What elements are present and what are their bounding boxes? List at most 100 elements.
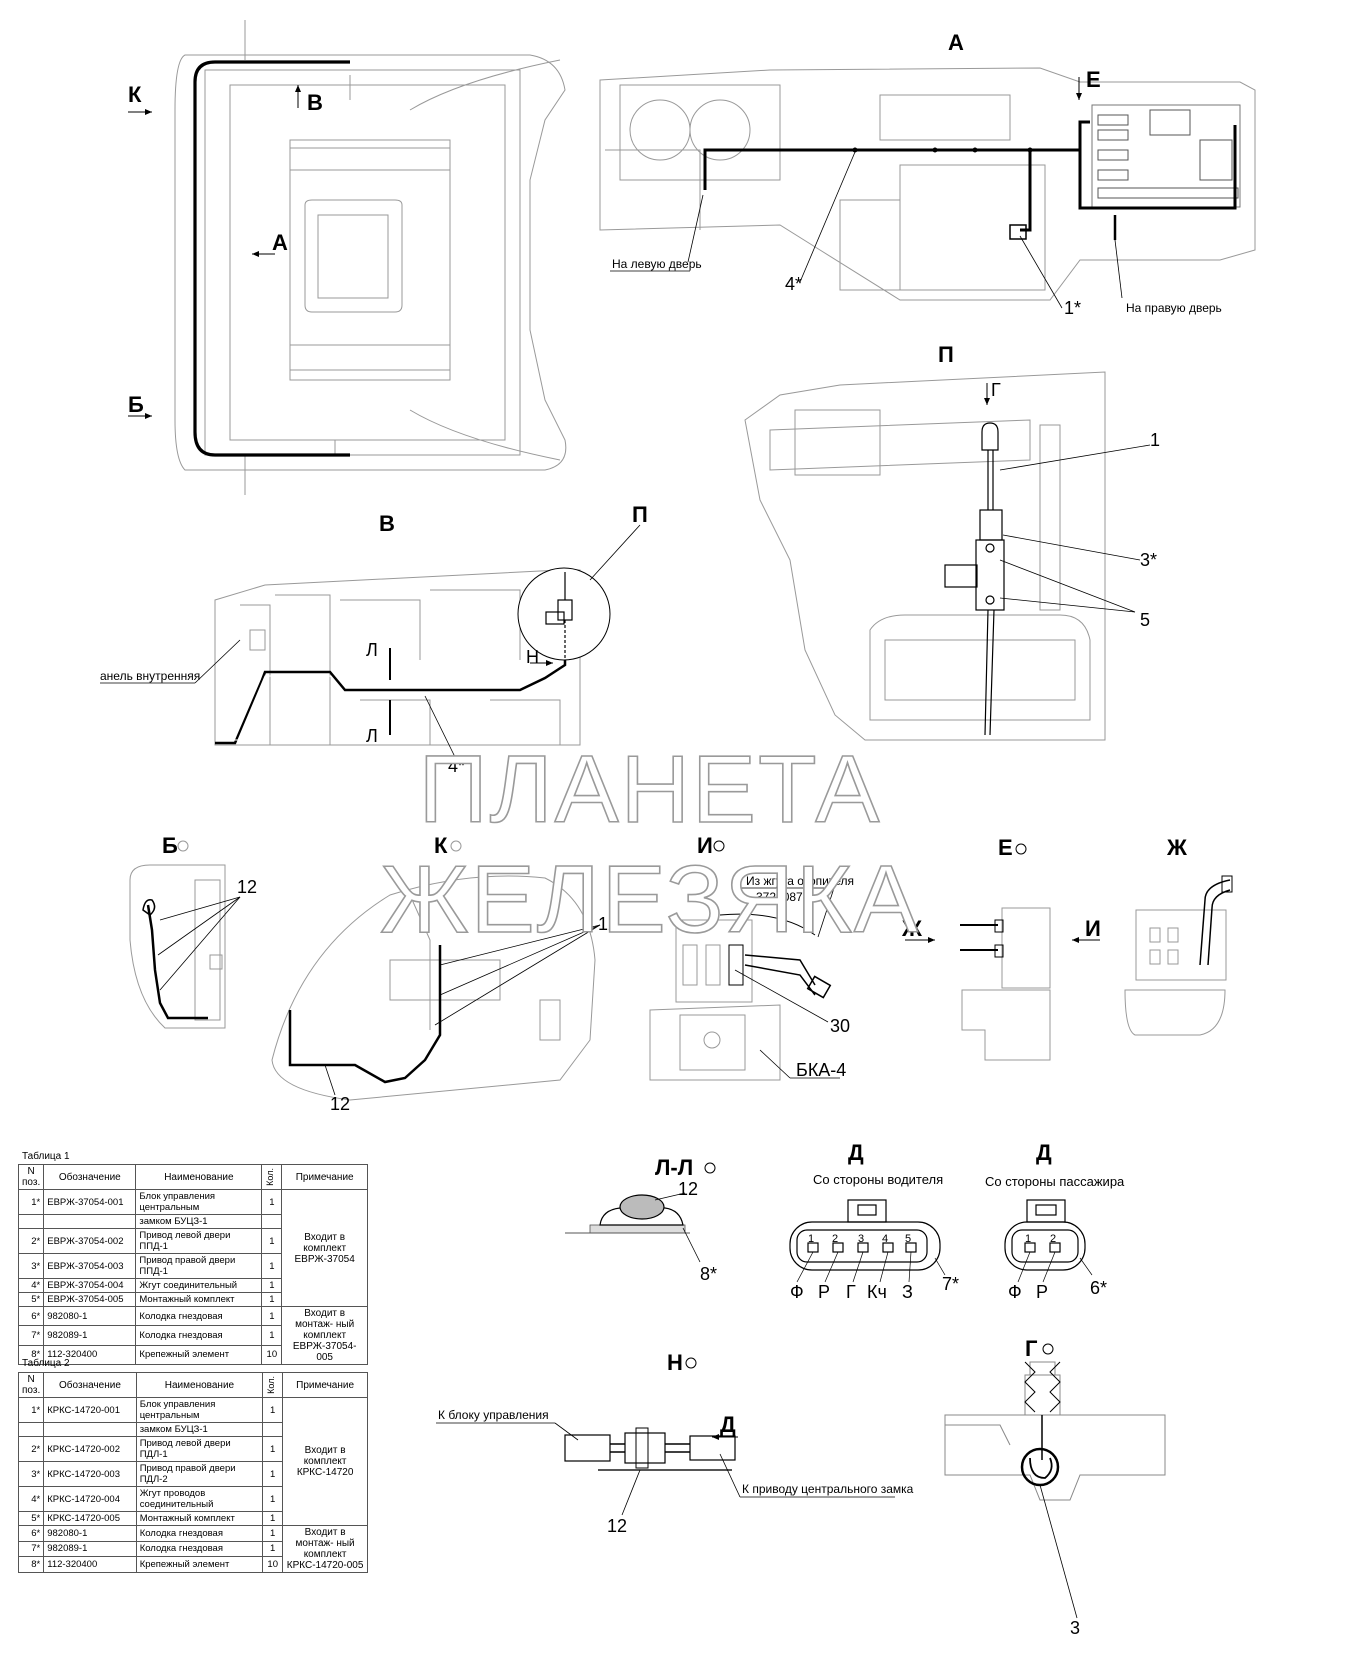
pin-5: 5	[905, 1233, 911, 1245]
pin-3: 3	[858, 1233, 864, 1245]
leader-right-door	[1114, 239, 1123, 299]
pin-label-Kch: Кч	[867, 1282, 887, 1302]
door-drawing-P	[744, 371, 1106, 741]
view-E-title: Е	[998, 835, 1013, 860]
view-G-boot-right	[1049, 1361, 1061, 1413]
heater-wires	[744, 954, 816, 996]
leader-4star-A	[799, 151, 856, 283]
leader-6star	[1079, 1257, 1093, 1276]
leader-8star-LL	[682, 1227, 701, 1263]
pin-label-G: Г	[846, 1282, 856, 1302]
control-unit-BUCZ	[1091, 104, 1241, 208]
callout-30: 30	[830, 1016, 850, 1036]
harness-top-view	[193, 60, 350, 457]
leader-4star-V	[424, 695, 456, 758]
label-to-block: К блоку управления	[438, 1408, 549, 1422]
pin-p-2: 2	[1050, 1233, 1056, 1245]
section-LL-marker	[704, 1162, 716, 1174]
leader-1star-A	[1019, 235, 1063, 309]
view-K-drawing	[271, 875, 596, 1101]
left-door-label: На левую дверь	[612, 257, 702, 271]
leader-12-B-1	[159, 896, 241, 921]
section-L-bottom: Л	[366, 726, 378, 746]
table2-note1: Входит в комплект КРКС-14720	[282, 1397, 368, 1526]
view-G-title: Г	[1025, 1336, 1038, 1361]
leader-P-circle	[589, 524, 641, 581]
view-B-marker	[177, 840, 189, 852]
callout-8star-LL: 8*	[700, 1264, 717, 1284]
view-N-connector	[564, 1427, 736, 1471]
leader-30	[734, 969, 829, 1023]
leader-to-lock	[719, 1453, 741, 1498]
table2-header: N поз. Обозначение Наименование Кол. При…	[17, 1372, 368, 1398]
view-Zh-drawing	[1124, 909, 1227, 1036]
leader-12-B-2	[157, 896, 241, 956]
leader-pin-p-R	[1042, 1251, 1056, 1283]
leader-3-G	[1039, 1484, 1078, 1619]
leader-5b-P	[999, 597, 1136, 613]
th-note: Примечание	[281, 1164, 368, 1190]
leader-12-N	[621, 1469, 641, 1516]
harness-B	[146, 904, 208, 1020]
view-P-marker-G: Г	[991, 380, 1001, 400]
view-K-marker	[450, 840, 462, 852]
harness-dashboard	[703, 120, 1237, 232]
view-K-title: К	[434, 833, 448, 858]
view-D-pass-title: Д	[1036, 1140, 1052, 1165]
table-2: N поз. Обозначение Наименование Кол. При…	[17, 1372, 368, 1573]
view-E-plug2	[994, 944, 1004, 958]
view-N-title: Н	[667, 1350, 683, 1375]
view-I-marker	[713, 840, 725, 852]
dashboard-drawing	[599, 67, 1256, 301]
connector-2pin	[1004, 1199, 1086, 1271]
callout-1-P: 1	[1150, 430, 1160, 450]
leader-5a-P	[999, 559, 1136, 613]
table1-note2: Входит в монтаж- ный комплект ЕВРЖ-37054…	[281, 1306, 368, 1365]
view-P-title: П	[938, 342, 954, 367]
callout-5-P: 5	[1140, 610, 1150, 630]
detail-P-actuator	[545, 572, 573, 660]
view-label-A: А	[272, 230, 288, 255]
leader-12-B-3	[159, 896, 241, 991]
th2-note: Примечание	[282, 1372, 368, 1398]
table2-caption: Таблица 2	[22, 1358, 70, 1369]
view-N-arrow-D: Д	[720, 1412, 736, 1437]
callout-12-LL: 12	[678, 1179, 698, 1199]
harness-K	[288, 945, 442, 1084]
pin-p-label-F: Ф	[1008, 1282, 1022, 1302]
harness-V-inner	[218, 675, 522, 741]
leader-pin-G	[852, 1251, 864, 1283]
leader-pin-Kch	[879, 1251, 889, 1283]
view-I-note2: ...-3724087-...	[742, 890, 817, 904]
th-qty: Кол.	[261, 1164, 283, 1190]
view-D-driver-subtitle: Со стороны водителя	[813, 1172, 943, 1187]
th2-name: Наименование	[135, 1372, 264, 1398]
table-1: N поз. Обозначение Наименование Кол. При…	[17, 1164, 368, 1366]
callout-7star: 7*	[942, 1274, 959, 1294]
harness-V	[215, 630, 567, 745]
th2-qty: Кол.	[262, 1372, 284, 1398]
lock-actuator	[944, 422, 1005, 736]
view-I-note1: Из жгута отопителя	[746, 874, 854, 888]
view-E-plug1	[994, 919, 1004, 933]
callout-3-G: 3	[1070, 1618, 1080, 1638]
pin-p-1: 1	[1025, 1233, 1031, 1245]
pin-1: 1	[808, 1233, 814, 1245]
heater-wire-top	[719, 913, 816, 936]
view-V-title: В	[379, 511, 395, 536]
th2-code: Обозначение	[43, 1372, 137, 1398]
view-B-title: Б	[162, 833, 178, 858]
view-N-marker	[685, 1357, 697, 1369]
th-name: Наименование	[135, 1164, 263, 1190]
leader-pin-Z	[908, 1251, 912, 1283]
panel-label: анель внутренняя	[100, 669, 200, 683]
